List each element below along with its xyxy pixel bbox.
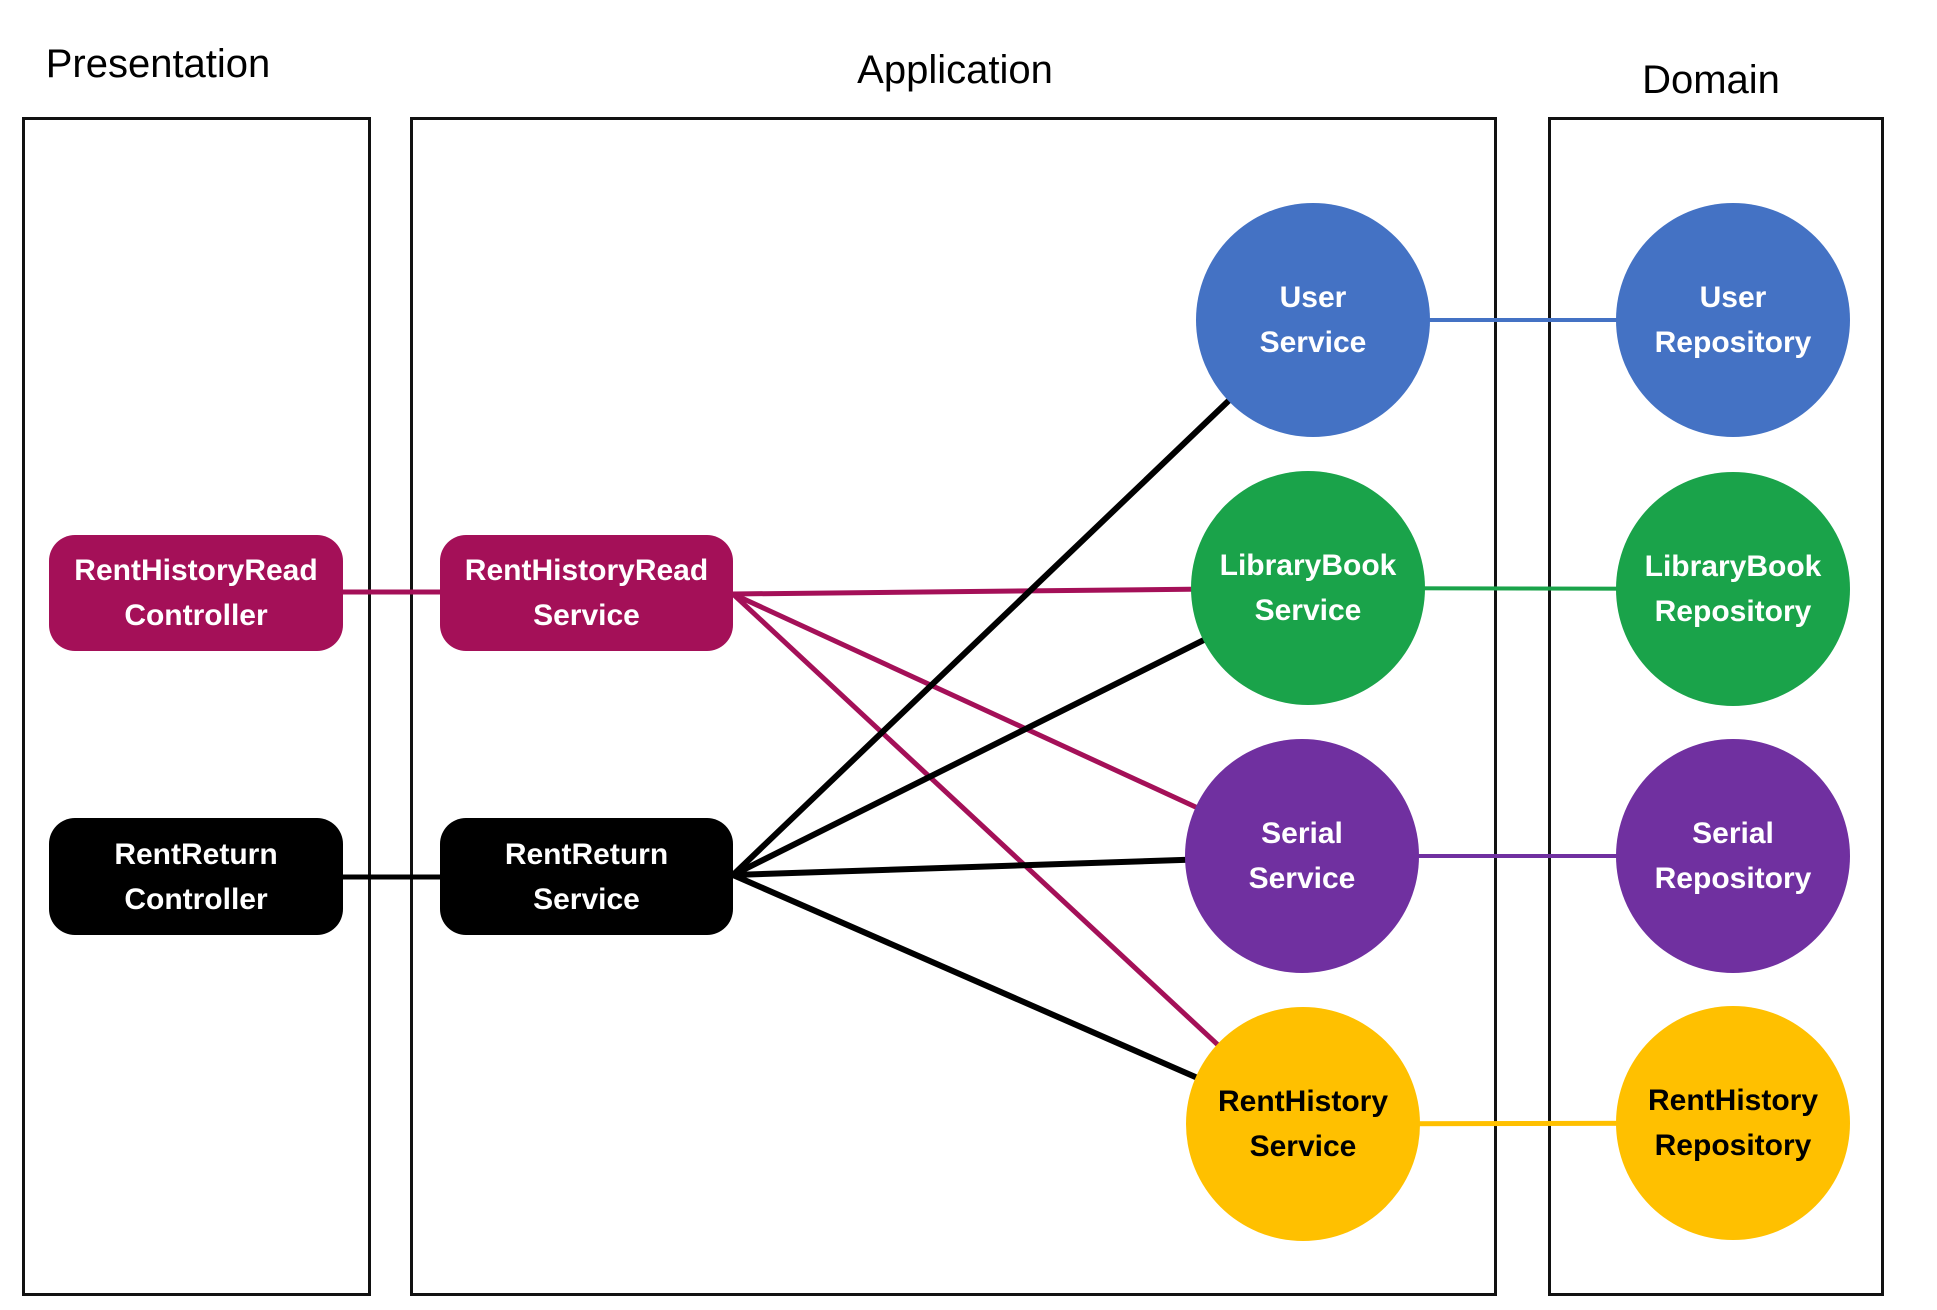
domain-column-box — [1548, 117, 1884, 1296]
application-column-title: Application — [857, 48, 1053, 92]
node-serial-repository: Serial Repository — [1616, 739, 1850, 973]
domain-column-title: Domain — [1642, 58, 1780, 102]
node-rent-history-read-controller: RentHistoryRead Controller — [49, 535, 343, 651]
presentation-column-title: Presentation — [45, 42, 271, 86]
node-librarybook-service: LibraryBook Service — [1191, 471, 1425, 705]
node-rent-history-read-service: RentHistoryRead Service — [440, 535, 733, 651]
node-rent-return-service: RentReturn Service — [440, 818, 733, 935]
node-rent-return-controller: RentReturn Controller — [49, 818, 343, 935]
node-renthistory-repository: RentHistory Repository — [1616, 1006, 1850, 1240]
presentation-column-box — [22, 117, 371, 1296]
node-librarybook-repository: LibraryBook Repository — [1616, 472, 1850, 706]
node-user-repository: User Repository — [1616, 203, 1850, 437]
node-renthistory-service: RentHistory Service — [1186, 1007, 1420, 1241]
node-serial-service: Serial Service — [1185, 739, 1419, 973]
application-column-box — [410, 117, 1497, 1296]
node-user-service: User Service — [1196, 203, 1430, 437]
